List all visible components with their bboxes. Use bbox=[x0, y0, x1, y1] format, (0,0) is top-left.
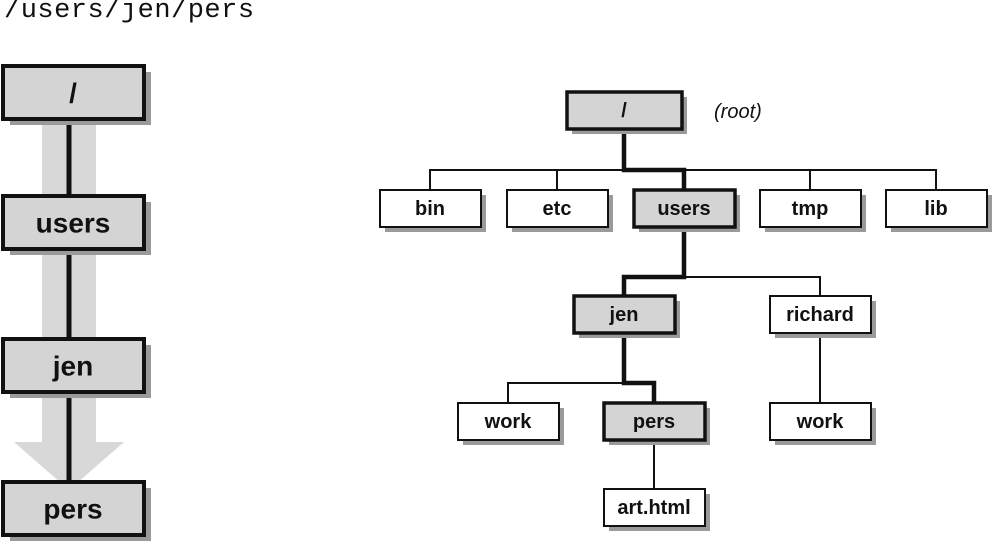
tree-node-label: work bbox=[796, 411, 845, 433]
tree-connectors bbox=[429, 133, 937, 489]
path-column: / users jen pers bbox=[1, 64, 151, 541]
path-title: /users/jen/pers bbox=[4, 0, 255, 26]
tree-path-highlight bbox=[621, 338, 657, 403]
tree-node-label: etc bbox=[543, 198, 572, 220]
tree-node-label: bin bbox=[415, 198, 445, 220]
tree-node-richard: richard bbox=[769, 295, 876, 338]
tree-node-label: work bbox=[484, 411, 533, 433]
tree-node-tmp: tmp bbox=[759, 189, 866, 232]
tree-path-highlight bbox=[621, 133, 687, 190]
tree-node-label: tmp bbox=[792, 198, 829, 220]
tree-node-label: users bbox=[657, 198, 710, 220]
tree-node-label: pers bbox=[633, 411, 675, 433]
tree-node-jen: jen bbox=[572, 294, 680, 338]
root-annotation: (root) bbox=[714, 101, 762, 123]
tree-connector bbox=[684, 276, 821, 296]
tree-node-art-html: art.html bbox=[603, 488, 710, 531]
path-node-label: jen bbox=[52, 351, 93, 382]
path-node-pers: pers bbox=[1, 480, 151, 541]
tree-node-lib: lib bbox=[885, 189, 992, 232]
path-node-jen: jen bbox=[1, 337, 151, 398]
path-node-label: pers bbox=[43, 494, 102, 525]
tree-node-label: lib bbox=[924, 198, 947, 220]
tree-node-label: jen bbox=[609, 304, 639, 326]
tree-node-jen-work: work bbox=[457, 402, 564, 445]
tree-node-richard-work: work bbox=[769, 402, 876, 445]
tree-node-users: users bbox=[632, 188, 740, 232]
tree-node-bin: bin bbox=[379, 189, 486, 232]
tree-node-root: / bbox=[565, 90, 687, 134]
tree-connector bbox=[507, 382, 628, 403]
path-node-users: users bbox=[1, 194, 151, 255]
path-node-label: users bbox=[36, 208, 111, 239]
path-node-root: / bbox=[1, 64, 151, 125]
tree-nodes: / (root) bin etc users tmp bbox=[379, 90, 992, 531]
tree-node-etc: etc bbox=[506, 189, 613, 232]
tree-node-label: / bbox=[621, 100, 627, 122]
tree-node-label: art.html bbox=[617, 497, 690, 519]
tree-path-highlight bbox=[621, 230, 687, 296]
tree-node-label: richard bbox=[786, 304, 854, 326]
path-node-label: / bbox=[69, 78, 77, 109]
tree-node-pers: pers bbox=[602, 401, 710, 445]
